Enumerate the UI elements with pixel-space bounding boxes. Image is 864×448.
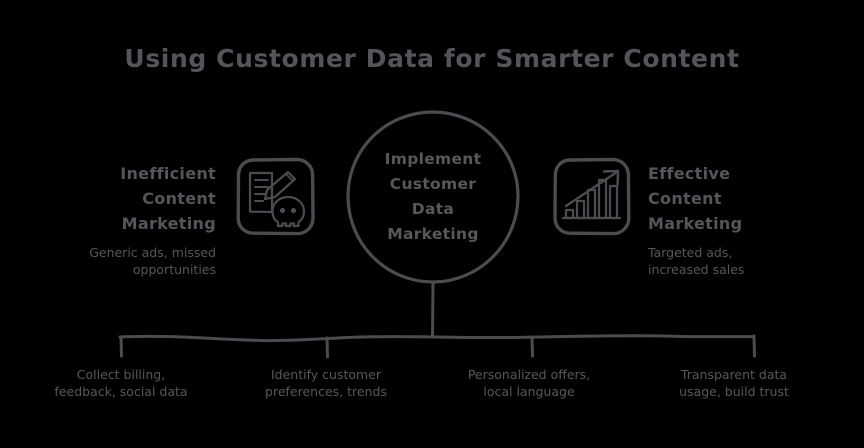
right-subtitle-line-0: Targeted ads, [648,245,733,260]
left-subtitle-line-1: opportunities [132,262,216,277]
branch-0-line-0: Collect billing, [76,367,166,382]
branch-caption: Identify customer preferences, trends [226,366,426,400]
skull-icon [271,195,306,228]
right-heading-line-2: Marketing [648,214,743,233]
pencil-icon [263,170,297,201]
branch-caption: Personalized offers, local language [429,366,629,400]
pencil-ferrule [285,173,294,182]
center-line-0: Implement [384,150,482,168]
branch-3-line-1: usage, build trust [679,384,789,399]
trend-arrow-icon [564,170,619,208]
branch-1-line-0: Identify customer [270,367,382,382]
left-heading-line-0: Inefficient [120,164,216,183]
center-line-3: Marketing [387,225,479,243]
branch-2-line-1: local language [483,384,575,399]
left-subtitle: Generic ads, missed opportunities [30,244,216,278]
left-heading-line-2: Marketing [121,214,216,233]
branch-1-line-1: preferences, trends [265,384,387,399]
left-heading: Inefficient Content Marketing [30,161,216,236]
right-heading: Effective Content Marketing [648,161,838,236]
center-line-2: Data [411,200,455,218]
right-icon-frame [553,157,631,236]
chart-bar-4 [597,178,608,220]
branch-caption: Collect billing, feedback, social data [21,366,221,400]
right-heading-line-0: Effective [648,164,731,183]
branch-bar [118,334,756,343]
branch-2-line-0: Personalized offers, [467,367,591,382]
skull-eye-right [290,207,297,214]
page-title: Using Customer Data for Smarter Content [124,44,740,73]
branch-caption: Transparent data usage, build trust [634,366,834,400]
center-stem [431,281,435,339]
document-icon [248,171,274,214]
right-subtitle-line-1: increased sales [648,262,745,277]
right-heading-line-1: Content [648,189,722,208]
branch-drop-3 [752,334,756,358]
left-subtitle-line-0: Generic ads, missed [89,245,216,260]
chart-bar-1 [564,208,575,220]
chart-bar-5 [608,184,619,220]
center-line-1: Customer [389,175,477,193]
left-icon-frame [236,157,315,236]
center-node-label: Implement Customer Data Marketing [348,147,518,247]
skull-eye-left [279,207,286,214]
chart-bar-3 [586,188,597,220]
branch-drop-0 [119,335,123,358]
left-heading-line-1: Content [142,189,216,208]
branch-drop-2 [530,335,534,358]
branch-drop-1 [325,336,329,359]
right-subtitle: Targeted ads, increased sales [648,244,838,278]
branch-0-line-1: feedback, social data [54,384,188,399]
branch-3-line-0: Transparent data [680,367,788,382]
trend-arrow-head [602,169,620,187]
chart-bar-2 [575,199,586,220]
